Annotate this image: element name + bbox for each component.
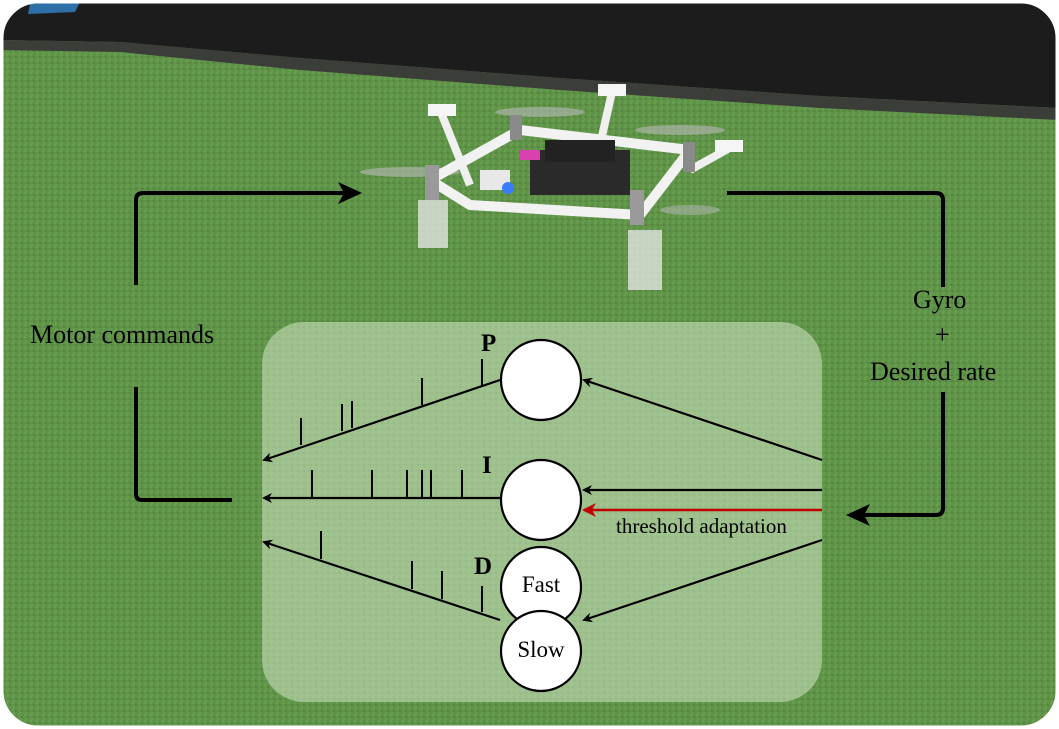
p-neuron <box>499 338 583 422</box>
desired-rate-label: Desired rate <box>870 357 997 386</box>
output-arrows <box>262 378 501 622</box>
spike-train-p <box>300 359 483 445</box>
threshold-adaptation-label: threshold adaptation <box>616 514 787 538</box>
drone-image <box>360 84 743 290</box>
p-term-label: P <box>481 330 497 357</box>
outer-loop <box>134 182 945 526</box>
gyro-label: Gyro <box>913 285 967 314</box>
gyro-loop-arrow <box>846 392 945 526</box>
gyro-loop-line <box>727 191 945 287</box>
d-slow-neuron <box>499 609 583 693</box>
i-term-label: I <box>482 452 492 479</box>
spike-train-i <box>311 470 463 498</box>
i-neuron <box>499 458 583 542</box>
motor-command-loop-arrow <box>134 182 362 285</box>
d-term-label: D <box>474 553 493 580</box>
d-slow-neuron-label: Slow <box>517 637 565 662</box>
spike-train-d <box>320 531 483 612</box>
d-fast-neuron-label: Fast <box>521 572 561 597</box>
motor-commands-label: Motor commands <box>30 320 215 349</box>
input-arrows <box>582 377 823 623</box>
motor-command-return-line <box>134 387 232 502</box>
plus-label: + <box>935 320 950 349</box>
